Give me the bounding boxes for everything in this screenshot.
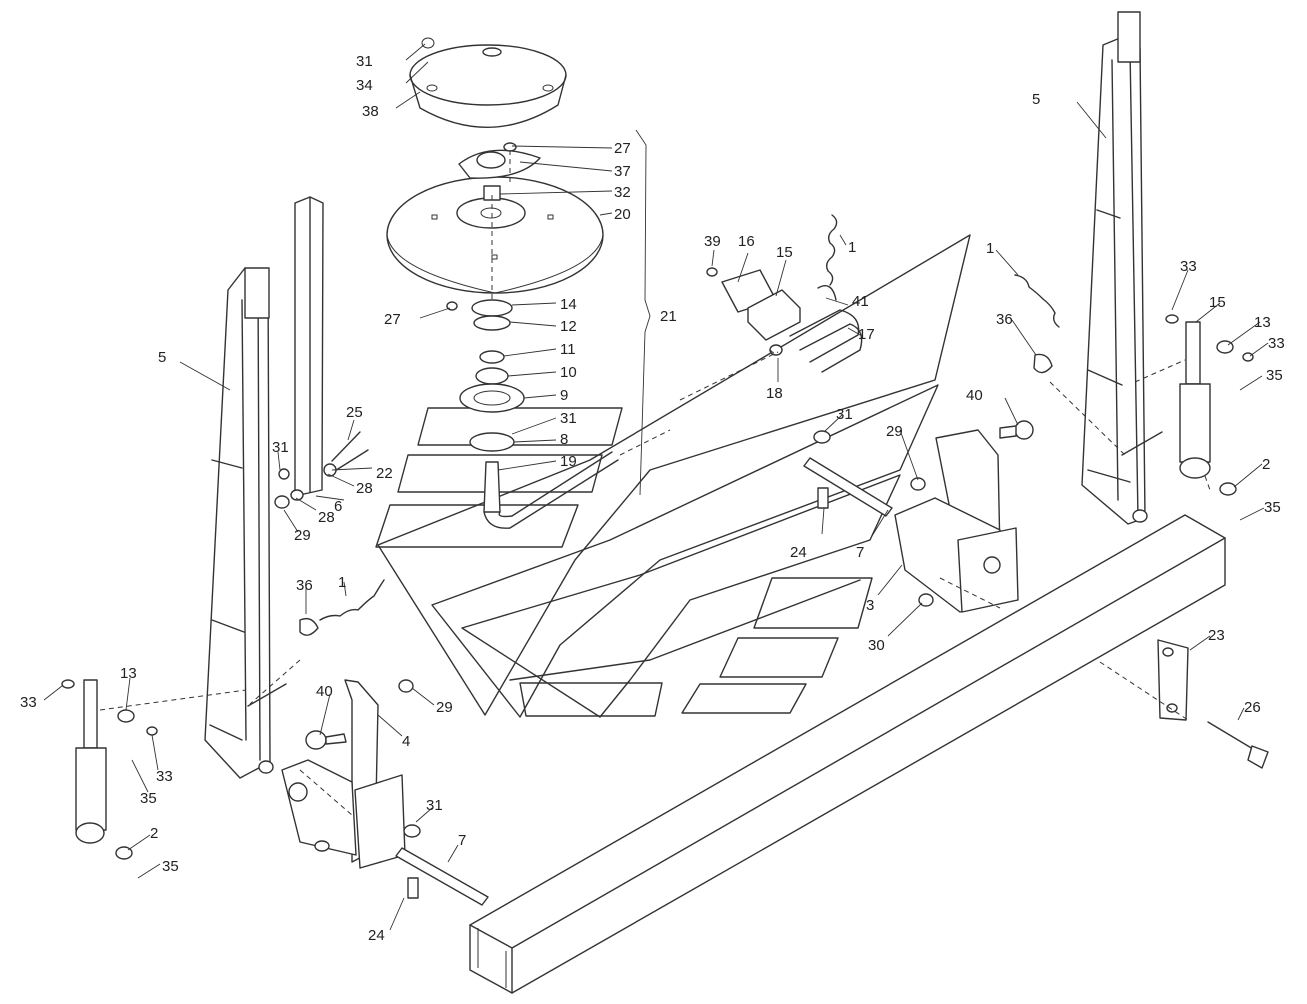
callout-41: 41 <box>852 293 869 310</box>
callout-35: 35 <box>140 790 157 807</box>
square-tube <box>294 196 324 497</box>
callout-30: 30 <box>868 637 885 654</box>
bracket-21 <box>635 129 651 496</box>
callout-12: 12 <box>560 318 577 335</box>
callout-13: 13 <box>1254 314 1271 331</box>
callout-1: 1 <box>986 240 994 257</box>
left-cylinder <box>61 679 158 860</box>
callout-36: 36 <box>296 577 313 594</box>
callout-33: 33 <box>1268 335 1285 352</box>
shield-cover <box>409 37 567 128</box>
callout-15: 15 <box>1209 294 1226 311</box>
callout-2: 2 <box>150 825 158 842</box>
callout-36: 36 <box>996 311 1013 328</box>
callout-7: 7 <box>458 832 466 849</box>
callout-13: 13 <box>120 665 137 682</box>
callout-14: 14 <box>560 296 577 313</box>
callout-2: 2 <box>1262 456 1270 473</box>
callout-9: 9 <box>560 387 568 404</box>
disc-assembly <box>386 142 619 529</box>
right-cylinder <box>1165 314 1254 496</box>
callout-33: 33 <box>1180 258 1197 275</box>
callout-27: 27 <box>384 311 401 328</box>
callout-25: 25 <box>346 404 363 421</box>
right-hitch-bracket <box>894 420 1034 613</box>
callout-37: 37 <box>614 163 631 180</box>
callout-32: 32 <box>614 184 631 201</box>
callout-5: 5 <box>1032 91 1040 108</box>
callout-33: 33 <box>156 768 173 785</box>
callout-39: 39 <box>704 233 721 250</box>
callout-27: 27 <box>614 140 631 157</box>
right-frame <box>1081 11 1148 525</box>
callout-28: 28 <box>318 509 335 526</box>
callout-19: 19 <box>560 453 577 470</box>
callout-24: 24 <box>368 927 385 944</box>
callout-15: 15 <box>776 244 793 261</box>
left-frame <box>204 267 274 779</box>
callout-1: 1 <box>848 239 856 256</box>
callout-31: 31 <box>560 410 577 427</box>
callout-4: 4 <box>402 733 410 750</box>
callout-23: 23 <box>1208 627 1225 644</box>
callout-29: 29 <box>886 423 903 440</box>
callout-labels: 31 34 38 27 37 32 20 27 14 12 11 10 9 31… <box>20 53 1285 944</box>
callout-8: 8 <box>560 431 568 448</box>
callout-16: 16 <box>738 233 755 250</box>
clamp-bracket <box>706 267 863 373</box>
callout-3: 3 <box>866 597 874 614</box>
chains <box>299 214 1060 636</box>
callout-10: 10 <box>560 364 577 381</box>
pins-and-bolts <box>247 430 1269 906</box>
callout-5: 5 <box>158 349 166 366</box>
callout-20: 20 <box>614 206 631 223</box>
callout-28: 28 <box>356 480 373 497</box>
callout-29: 29 <box>294 527 311 544</box>
left-hitch-bracket <box>281 679 414 869</box>
callout-7: 7 <box>856 544 864 561</box>
callout-35: 35 <box>1264 499 1281 516</box>
callout-26: 26 <box>1244 699 1261 716</box>
callout-35: 35 <box>1266 367 1283 384</box>
callout-17: 17 <box>858 326 875 343</box>
callout-21: 21 <box>660 308 677 325</box>
alignment-lines <box>99 150 1211 816</box>
main-beam <box>469 514 1226 994</box>
callout-24: 24 <box>790 544 807 561</box>
callout-11: 11 <box>560 341 576 358</box>
callout-22: 22 <box>376 465 393 482</box>
leader-lines <box>43 43 1269 931</box>
base-plate-chevron <box>375 234 971 718</box>
callout-38: 38 <box>362 103 379 120</box>
callout-35: 35 <box>162 858 179 875</box>
callout-31: 31 <box>356 53 373 70</box>
callout-33: 33 <box>20 694 37 711</box>
callout-40: 40 <box>316 683 333 700</box>
callout-6: 6 <box>334 498 342 515</box>
callout-31: 31 <box>426 797 443 814</box>
callout-1: 1 <box>338 574 346 591</box>
callout-29: 29 <box>436 699 453 716</box>
callout-34: 34 <box>356 77 373 94</box>
callout-31: 31 <box>836 406 853 423</box>
callout-18: 18 <box>766 385 783 402</box>
callout-40: 40 <box>966 387 983 404</box>
callout-31: 31 <box>272 439 289 456</box>
